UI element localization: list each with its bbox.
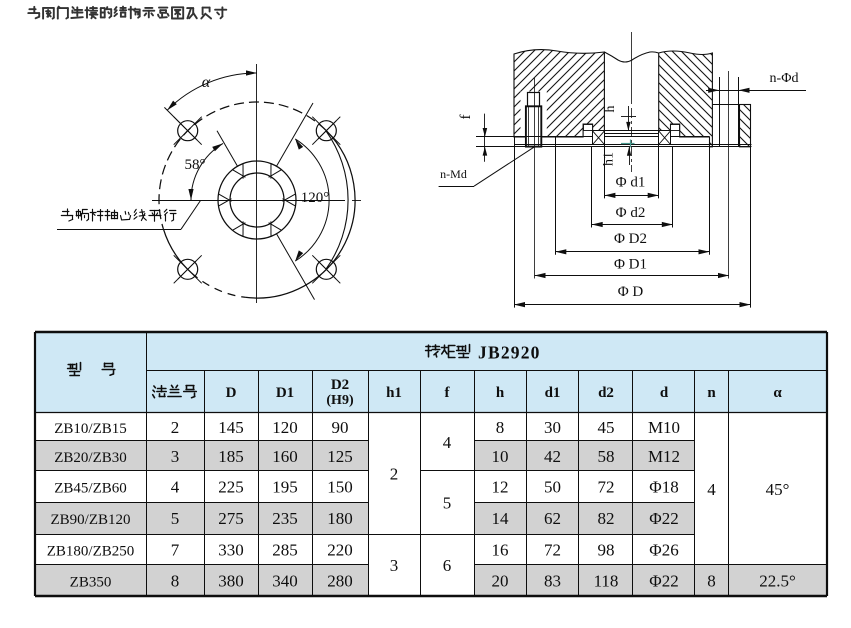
svg-text:D1: D1 <box>276 385 294 401</box>
svg-text:Φ D: Φ D <box>618 284 644 300</box>
svg-text:h1: h1 <box>386 385 402 401</box>
svg-text:Φ D2: Φ D2 <box>614 231 647 247</box>
svg-text:Φ d2: Φ d2 <box>616 205 646 221</box>
svg-text:150: 150 <box>327 478 353 497</box>
svg-text:Φ d1: Φ d1 <box>616 175 646 191</box>
svg-text:n-Φd: n-Φd <box>770 71 799 86</box>
svg-text:d1: d1 <box>545 385 561 401</box>
svg-text:3: 3 <box>390 556 399 575</box>
svg-text:50: 50 <box>544 478 561 497</box>
svg-text:8: 8 <box>707 572 716 591</box>
svg-text:JB2920: JB2920 <box>478 343 541 363</box>
svg-text:160: 160 <box>272 447 298 466</box>
svg-text:Φ18: Φ18 <box>649 478 678 497</box>
svg-text:16: 16 <box>492 541 509 560</box>
svg-text:2: 2 <box>171 418 180 437</box>
svg-text:12: 12 <box>492 478 509 497</box>
svg-text:280: 280 <box>327 572 353 591</box>
svg-text:10: 10 <box>492 447 509 466</box>
svg-text:ZB10/ZB15: ZB10/ZB15 <box>54 421 127 437</box>
svg-text:5: 5 <box>171 509 180 528</box>
svg-text:f: f <box>458 115 474 120</box>
svg-text:ZB20/ZB30: ZB20/ZB30 <box>54 450 127 466</box>
svg-text:D2: D2 <box>331 377 349 393</box>
svg-text:D: D <box>226 385 237 401</box>
svg-text:72: 72 <box>544 541 561 560</box>
svg-text:275: 275 <box>218 509 244 528</box>
svg-text:3: 3 <box>171 447 180 466</box>
svg-text:22.5°: 22.5° <box>759 572 796 591</box>
svg-text:220: 220 <box>327 541 353 560</box>
svg-text:185: 185 <box>218 447 244 466</box>
svg-text:225: 225 <box>218 478 244 497</box>
svg-text:n-Md: n-Md <box>440 167 467 181</box>
svg-text:5: 5 <box>443 494 452 513</box>
svg-text:n: n <box>707 385 716 401</box>
svg-text:42: 42 <box>544 447 561 466</box>
svg-text:8: 8 <box>171 572 180 591</box>
svg-text:380: 380 <box>218 572 244 591</box>
svg-text:58°: 58° <box>185 157 206 173</box>
svg-text:45: 45 <box>598 418 615 437</box>
svg-text:72: 72 <box>598 478 615 497</box>
svg-text:d: d <box>660 385 669 401</box>
svg-text:120: 120 <box>272 418 298 437</box>
svg-text:118: 118 <box>594 572 619 591</box>
svg-text:14: 14 <box>492 509 510 528</box>
svg-text:ZB90/ZB120: ZB90/ZB120 <box>50 512 130 528</box>
svg-text:180: 180 <box>327 509 353 528</box>
svg-text:d2: d2 <box>598 385 614 401</box>
svg-text:58: 58 <box>598 447 615 466</box>
svg-text:(H9): (H9) <box>326 393 354 408</box>
svg-text:330: 330 <box>218 541 244 560</box>
svg-text:120°: 120° <box>301 190 330 206</box>
svg-text:145: 145 <box>218 418 244 437</box>
svg-text:340: 340 <box>272 572 298 591</box>
svg-text:Φ22: Φ22 <box>649 572 678 591</box>
svg-text:30: 30 <box>544 418 561 437</box>
svg-text:h: h <box>603 106 618 113</box>
svg-text:8: 8 <box>496 418 505 437</box>
svg-text:45°: 45° <box>766 480 790 499</box>
svg-text:ZB350: ZB350 <box>70 575 112 591</box>
svg-text:62: 62 <box>544 509 561 528</box>
svg-text:82: 82 <box>598 509 615 528</box>
svg-text:7: 7 <box>171 541 180 560</box>
svg-text:20: 20 <box>492 572 509 591</box>
svg-text:125: 125 <box>327 447 353 466</box>
svg-text:2: 2 <box>390 465 399 484</box>
svg-text:ZB45/ZB60: ZB45/ZB60 <box>54 481 127 497</box>
svg-text:ZB180/ZB250: ZB180/ZB250 <box>47 544 135 560</box>
svg-text:M10: M10 <box>648 418 680 437</box>
svg-text:285: 285 <box>272 541 298 560</box>
svg-text:α: α <box>202 74 211 91</box>
svg-text:Φ26: Φ26 <box>649 541 678 560</box>
svg-text:90: 90 <box>332 418 349 437</box>
svg-text:h1: h1 <box>602 152 617 166</box>
svg-text:195: 195 <box>272 478 298 497</box>
svg-text:Φ D1: Φ D1 <box>614 257 647 273</box>
svg-text:h: h <box>496 385 505 401</box>
svg-text:98: 98 <box>598 541 615 560</box>
svg-text:4: 4 <box>707 480 716 499</box>
svg-text:Φ22: Φ22 <box>649 509 678 528</box>
svg-text:83: 83 <box>544 572 561 591</box>
svg-text:235: 235 <box>272 509 298 528</box>
svg-text:4: 4 <box>443 433 452 452</box>
svg-text:α: α <box>773 385 782 401</box>
svg-text:M12: M12 <box>648 447 680 466</box>
svg-text:4: 4 <box>171 478 180 497</box>
svg-text:6: 6 <box>443 556 452 575</box>
